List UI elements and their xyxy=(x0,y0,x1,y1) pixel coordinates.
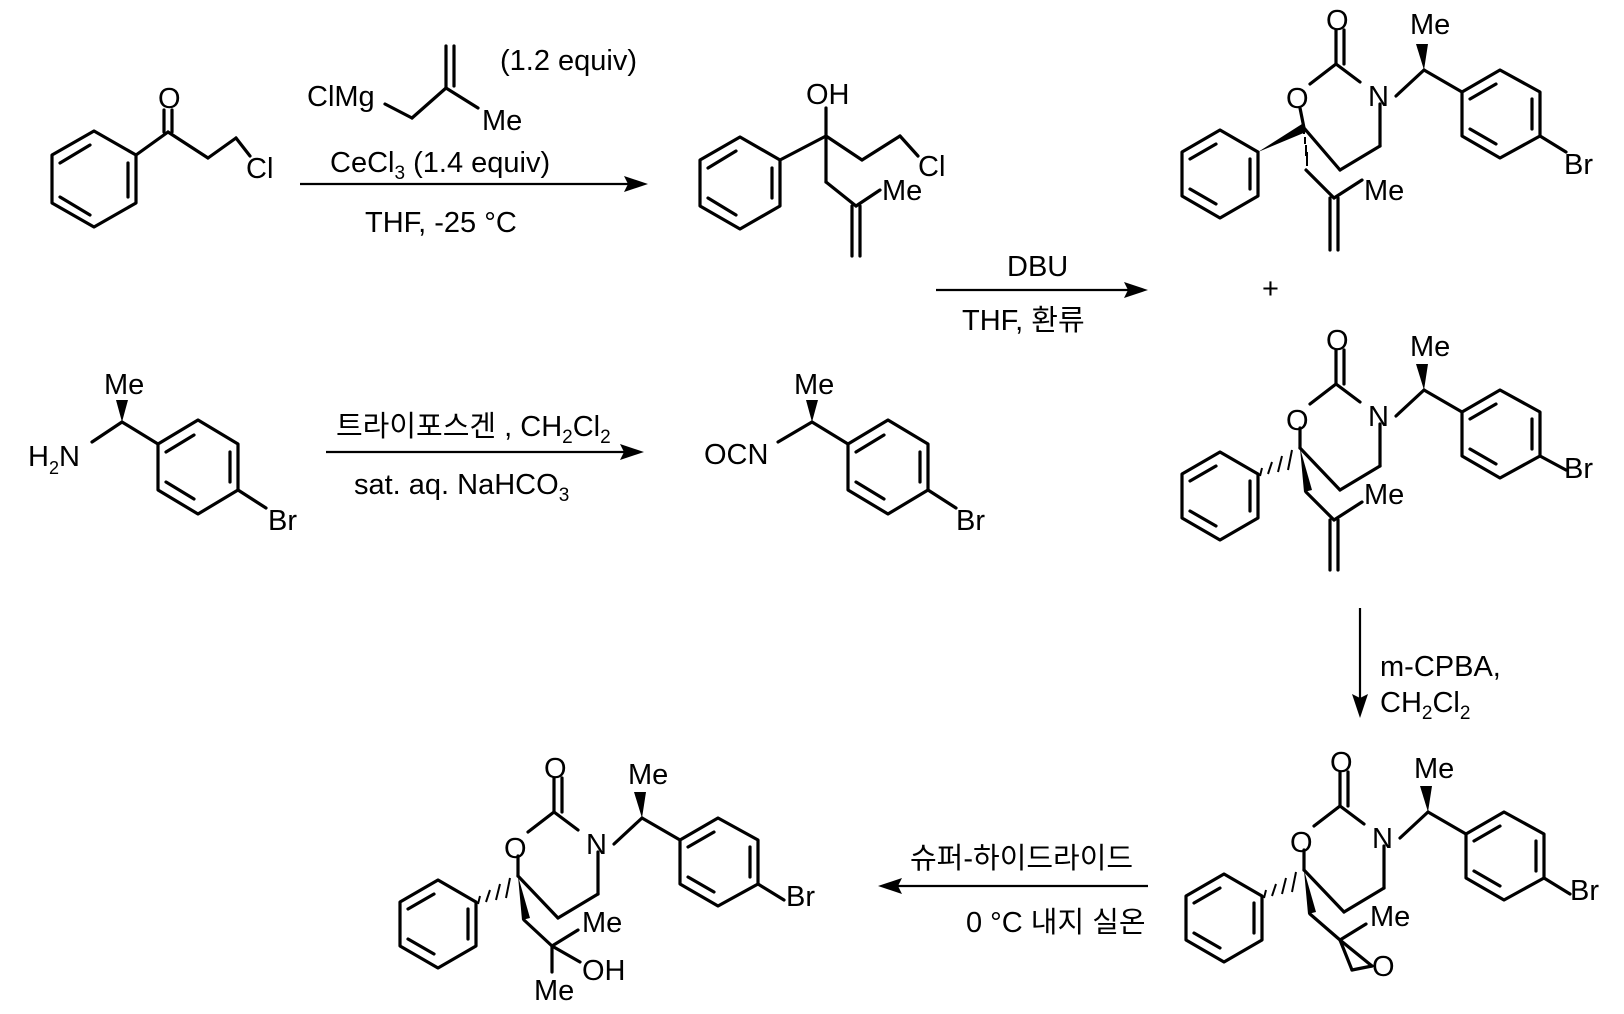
methyl-label: Me xyxy=(104,369,144,401)
bromine-label: Br xyxy=(1564,149,1593,181)
ring-nitrogen: N xyxy=(1368,81,1389,113)
grignard-equiv: (1.2 equiv) xyxy=(500,45,637,77)
methyl-label: Me xyxy=(628,759,668,791)
ring-nitrogen: N xyxy=(1368,401,1389,433)
step2-conditions: THF, 환류 xyxy=(962,305,1085,337)
epoxide-oxygen: O xyxy=(1372,951,1395,983)
carbonyl-oxygen: O xyxy=(1326,325,1349,357)
amine-label: H2N xyxy=(28,441,80,478)
tertiary-alcohol-product: O O N Me Me OH Me Br xyxy=(400,753,815,1007)
methyl-label: Me xyxy=(1370,901,1410,933)
step3-conditions: sat. aq. NaHCO3 xyxy=(354,469,569,506)
tertiary-alcohol: OH Cl Me xyxy=(700,79,945,256)
step1-arrow: ClMg Me (1.2 equiv) CeCl3 (1.4 equiv) TH… xyxy=(300,45,648,239)
methyl-label: Me xyxy=(794,369,834,401)
methyl-label: Me xyxy=(882,175,922,207)
methyl-label: Me xyxy=(1364,479,1404,511)
step4-solvent: CH2Cl2 xyxy=(1380,687,1470,724)
ring-oxygen: O xyxy=(1290,827,1313,859)
grignard-methyl-label: Me xyxy=(482,105,522,137)
step3-arrow: 트라이포스겐 , CH2Cl2 sat. aq. NaHCO3 xyxy=(326,411,644,506)
hydroxyl-label: OH xyxy=(806,79,850,111)
step1-conditions: THF, -25 °C xyxy=(365,207,517,239)
carbonyl-oxygen: O xyxy=(1326,5,1349,37)
hydroxyl-label: OH xyxy=(582,955,626,987)
methyl-label: Me xyxy=(582,907,622,939)
methyl-label: Me xyxy=(1410,9,1450,41)
ring-oxygen: O xyxy=(1286,83,1309,115)
plus-sign: + xyxy=(1262,273,1279,305)
step5-conditions: 0 °C 내지 실온 xyxy=(966,907,1146,939)
superhydride-reagent: 슈퍼-하이드라이드 xyxy=(910,842,1133,875)
ring-nitrogen: N xyxy=(1372,823,1393,855)
step2-arrow: DBU THF, 환류 xyxy=(936,251,1148,337)
isocyanate: OCN Me Br xyxy=(704,369,985,537)
grignard-clmg-label: ClMg xyxy=(307,81,375,113)
bromine-label: Br xyxy=(1570,875,1599,907)
bromine-label: Br xyxy=(1564,453,1593,485)
bromine-label: Br xyxy=(268,505,297,537)
chloropropiophenone: O Cl xyxy=(52,83,273,227)
triphosgene-reagent: 트라이포스겐 , CH2Cl2 xyxy=(336,411,611,448)
carbonyl-oxygen: O xyxy=(544,753,567,785)
methyl-label: Me xyxy=(534,975,574,1007)
bromine-label: Br xyxy=(956,505,985,537)
carbonyl-oxygen: O xyxy=(1330,747,1353,779)
dbu-reagent: DBU xyxy=(1007,251,1068,283)
carbonyl-oxygen: O xyxy=(158,83,181,115)
chlorine-label: Cl xyxy=(246,153,273,185)
methyl-label: Me xyxy=(1364,175,1404,207)
cecl3-reagent: CeCl3 (1.4 equiv) xyxy=(330,147,550,184)
mcpba-reagent: m-CPBA, xyxy=(1380,651,1501,683)
isocyanate-label: OCN xyxy=(704,439,768,471)
methyl-label: Me xyxy=(1414,753,1454,785)
ring-nitrogen: N xyxy=(586,829,607,861)
epoxide-oxazinanone: O O N Me Me O Br xyxy=(1186,747,1599,983)
oxazinanone-diastereomer-b: O O N Me Me Br xyxy=(1182,325,1593,570)
ring-oxygen: O xyxy=(504,833,527,865)
step5-arrow: 슈퍼-하이드라이드 0 °C 내지 실온 xyxy=(878,842,1148,939)
step4-arrow: m-CPBA, CH2Cl2 xyxy=(1352,608,1501,724)
bromine-label: Br xyxy=(786,881,815,913)
oxazinanone-diastereomer-a: O O N Me Me Br xyxy=(1182,5,1593,250)
methyl-label: Me xyxy=(1410,331,1450,363)
ring-oxygen: O xyxy=(1286,405,1309,437)
bromophenyl-ethylamine: H2N Me Br xyxy=(28,369,297,537)
